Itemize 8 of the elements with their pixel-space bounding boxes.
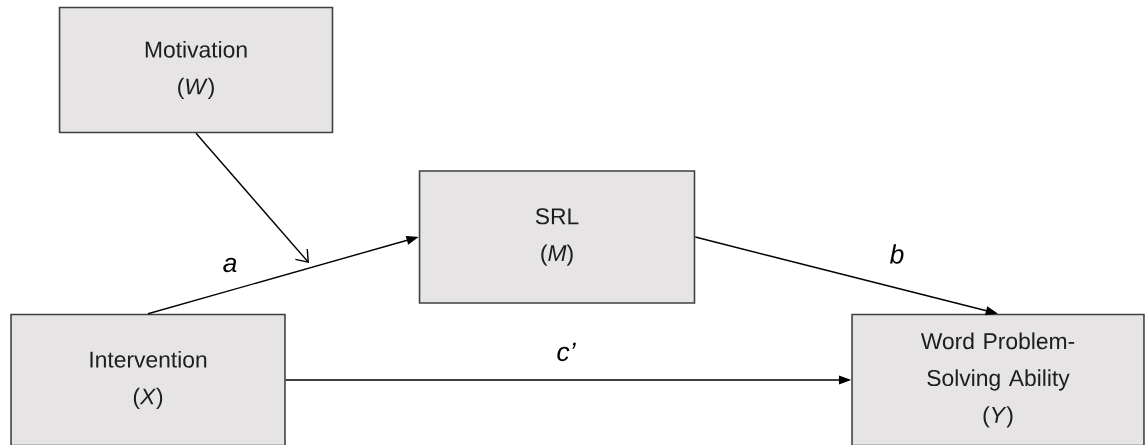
- edge-label: a: [220, 256, 240, 274]
- arrow: [195, 132, 309, 263]
- variable-box: Word Problem-Solving Ability (Y): [851, 313, 1145, 445]
- edge-label: b: [887, 242, 907, 266]
- edge-label: c’: [554, 341, 578, 363]
- variable-box: Motivation (W): [58, 6, 334, 134]
- variable-box: SRL (M): [418, 170, 696, 304]
- variable-box: Intervention (X): [10, 313, 286, 445]
